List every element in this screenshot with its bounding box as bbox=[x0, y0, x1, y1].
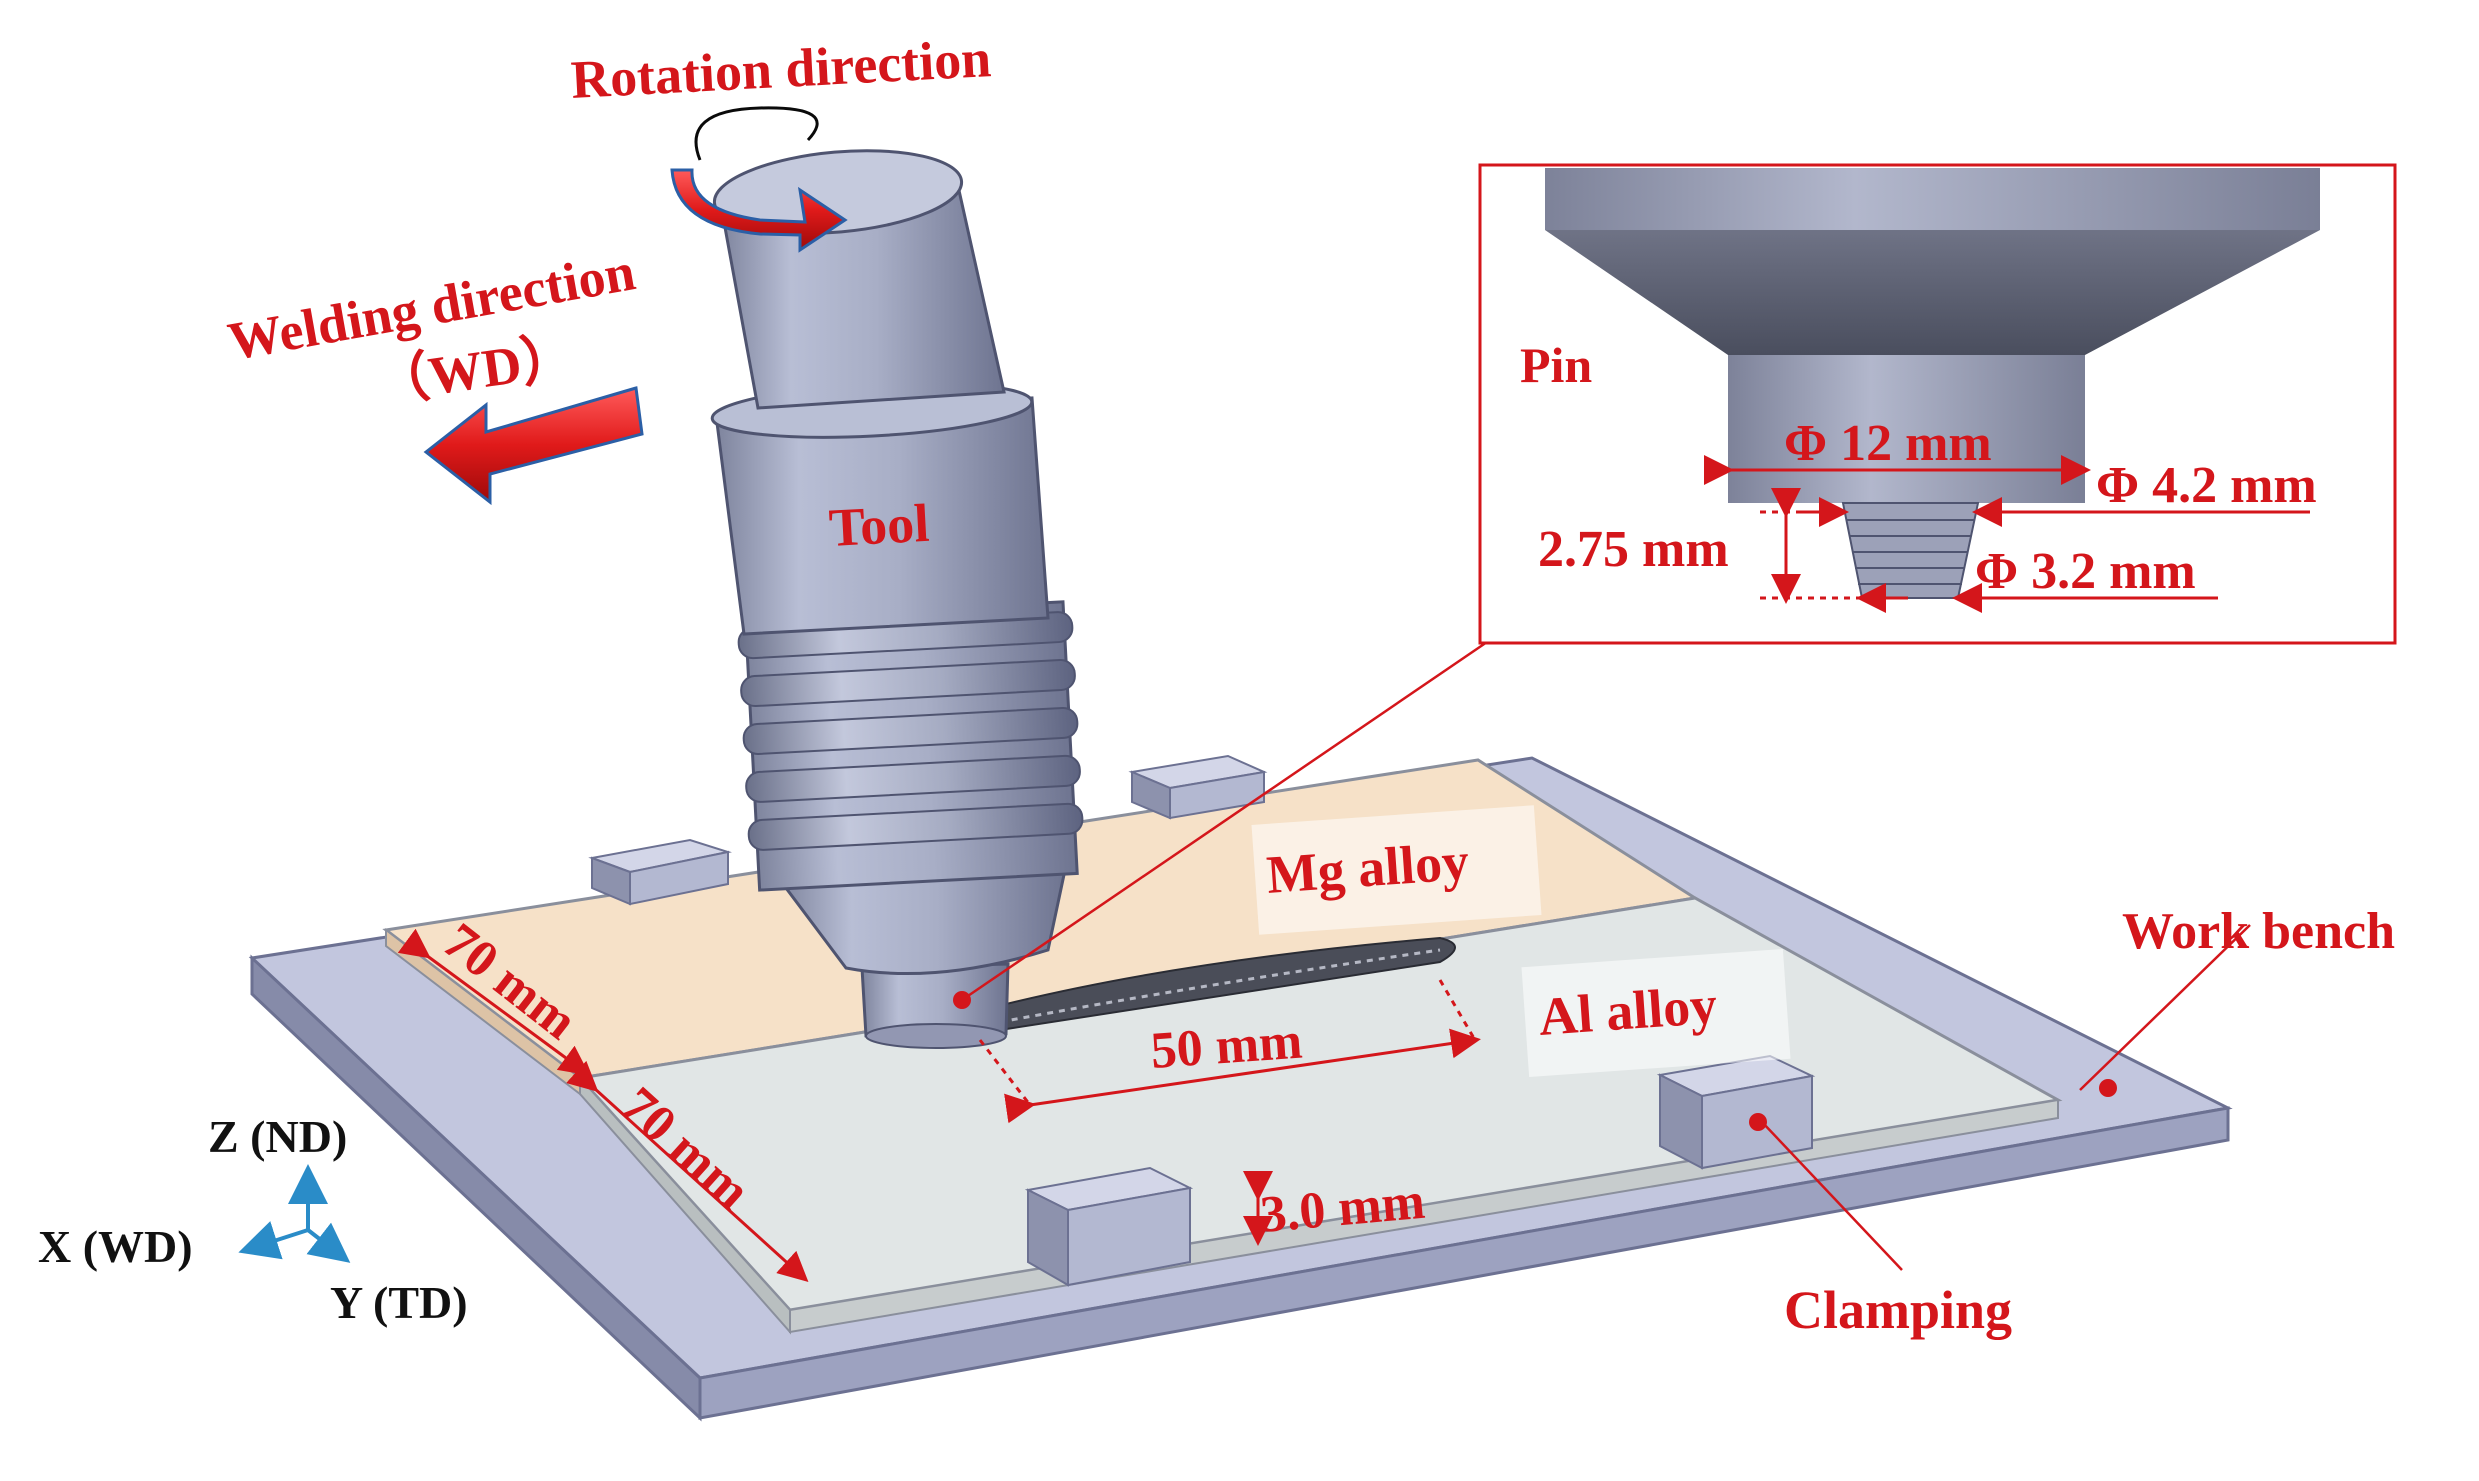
curved-arrow-icon bbox=[670, 106, 848, 253]
tool-ribs bbox=[737, 611, 1084, 851]
clamp-dot bbox=[1749, 1113, 1767, 1131]
pin-length-label: 2.75 mm bbox=[1538, 521, 1729, 578]
tool-label: Tool bbox=[827, 493, 930, 558]
shoulder-diameter-label: Φ 12 mm bbox=[1784, 415, 1992, 472]
al-alloy-label: Al alloy bbox=[1537, 975, 1719, 1047]
mg-alloy-label: Mg alloy bbox=[1265, 831, 1471, 905]
tool-pin-dot bbox=[953, 991, 971, 1009]
arrow-left-icon bbox=[423, 386, 644, 506]
clamp-back-left bbox=[588, 838, 732, 906]
rotation-direction-label: Rotation direction bbox=[569, 28, 992, 110]
z-axis-label: Z (ND) bbox=[208, 1111, 347, 1162]
axis-triad-icon bbox=[238, 1164, 351, 1263]
leader-lines bbox=[961, 638, 2251, 1271]
pin-tip-diameter-label: Φ 3.2 mm bbox=[1975, 543, 2196, 600]
weld-length-label: 50 mm bbox=[1149, 1013, 1304, 1080]
clamp-front-left bbox=[1024, 1166, 1194, 1287]
dimension-lines bbox=[397, 928, 1481, 1283]
pin-label: Pin bbox=[1520, 337, 1592, 393]
bench-dot bbox=[2099, 1079, 2117, 1097]
pin-root-diameter-label: Φ 4.2 mm bbox=[2096, 457, 2317, 514]
work-bench-label: Work bench bbox=[2122, 903, 2395, 960]
clamp-back-right bbox=[1128, 754, 1268, 820]
clamping-label: Clamping bbox=[1784, 1280, 2012, 1340]
fsw-tool bbox=[710, 149, 1084, 1049]
inset-threaded-pin bbox=[1841, 502, 1980, 599]
x-axis-label: X (WD) bbox=[38, 1221, 193, 1272]
weld-bead bbox=[988, 936, 1456, 1032]
y-axis-label: Y (TD) bbox=[330, 1277, 468, 1328]
bench-side-face bbox=[250, 954, 702, 1422]
pin-detail-inset bbox=[1478, 163, 2397, 645]
